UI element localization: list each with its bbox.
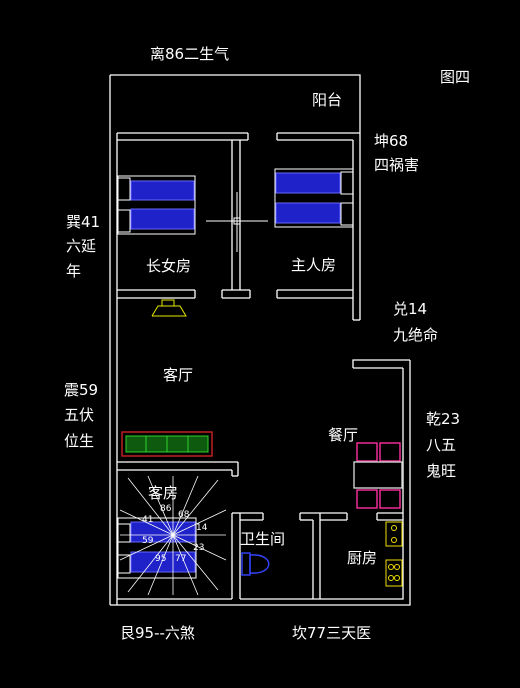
room-balcony: 阳台: [312, 91, 343, 109]
dining-set: [353, 442, 403, 509]
direction-zhen-line2: 五伏: [64, 406, 95, 424]
compass-num-14: 14: [196, 523, 208, 533]
direction-kan: 坎77三天医: [292, 624, 372, 642]
bed-eldest-daughter: [117, 175, 196, 235]
bed-master: [274, 168, 354, 228]
direction-kun-line2: 四祸害: [374, 156, 420, 174]
room-bathroom: 卫生间: [240, 530, 286, 548]
direction-xun-line1: 巽41: [66, 213, 101, 231]
compass-num-59: 59: [142, 536, 154, 546]
direction-dui-line1: 兑14: [393, 300, 428, 318]
figure-label: 图四: [440, 68, 471, 86]
toilet: [241, 552, 270, 576]
direction-dui-line2: 九绝命: [393, 326, 439, 344]
room-dining: 餐厅: [328, 426, 359, 444]
direction-qian-line1: 乾23: [426, 410, 461, 428]
room-kitchen: 厨房: [347, 549, 378, 567]
sofa-plants: [121, 431, 213, 457]
direction-gen: 艮95--六煞: [120, 624, 195, 642]
compass-num-95: 95: [155, 554, 167, 564]
kitchen-appliances: [385, 521, 403, 587]
compass-num-77: 77: [175, 554, 187, 564]
walls: [109, 74, 411, 606]
compass-num-23: 23: [193, 543, 205, 553]
direction-qian-line2: 八五: [426, 436, 457, 454]
room-living: 客厅: [163, 366, 194, 384]
center-crosshair: [206, 192, 268, 252]
room-eldest-daughter: 长女房: [146, 257, 192, 275]
direction-qian-line3: 鬼旺: [426, 462, 457, 480]
direction-xun-line2: 六延: [66, 237, 97, 255]
compass-num-41: 41: [142, 515, 154, 525]
room-master: 主人房: [291, 256, 337, 274]
compass-num-86: 86: [160, 504, 172, 514]
compass-rays: [119, 475, 227, 596]
room-guest: 客房: [148, 484, 179, 502]
direction-zhen-line3: 位生: [64, 432, 95, 450]
compass-num-68: 68: [178, 510, 190, 520]
outer-wall-bottom: [110, 360, 411, 606]
direction-xun-line3: 年: [66, 262, 82, 280]
bed-guest: [117, 517, 197, 579]
direction-zhen-line1: 震59: [64, 381, 99, 399]
direction-li: 离86二生气: [150, 45, 230, 63]
direction-kun-line1: 坤68: [374, 132, 409, 150]
outer-wall: [110, 74, 361, 133]
lamp: [151, 299, 187, 317]
